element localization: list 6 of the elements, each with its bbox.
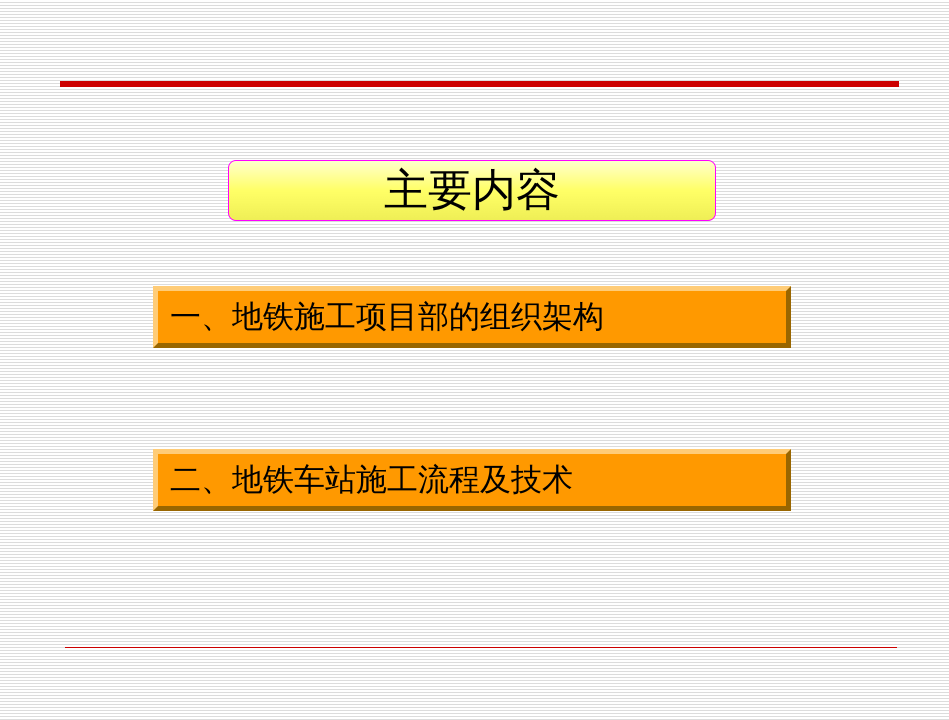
heading-text: 主要内容 bbox=[384, 164, 560, 218]
topic-text: 二、地铁车站施工流程及技术 bbox=[170, 461, 573, 500]
topic-text: 一、地铁施工项目部的组织架构 bbox=[170, 298, 604, 337]
topic-box bbox=[153, 286, 791, 348]
heading-box bbox=[228, 160, 716, 221]
topic-box bbox=[153, 449, 791, 511]
